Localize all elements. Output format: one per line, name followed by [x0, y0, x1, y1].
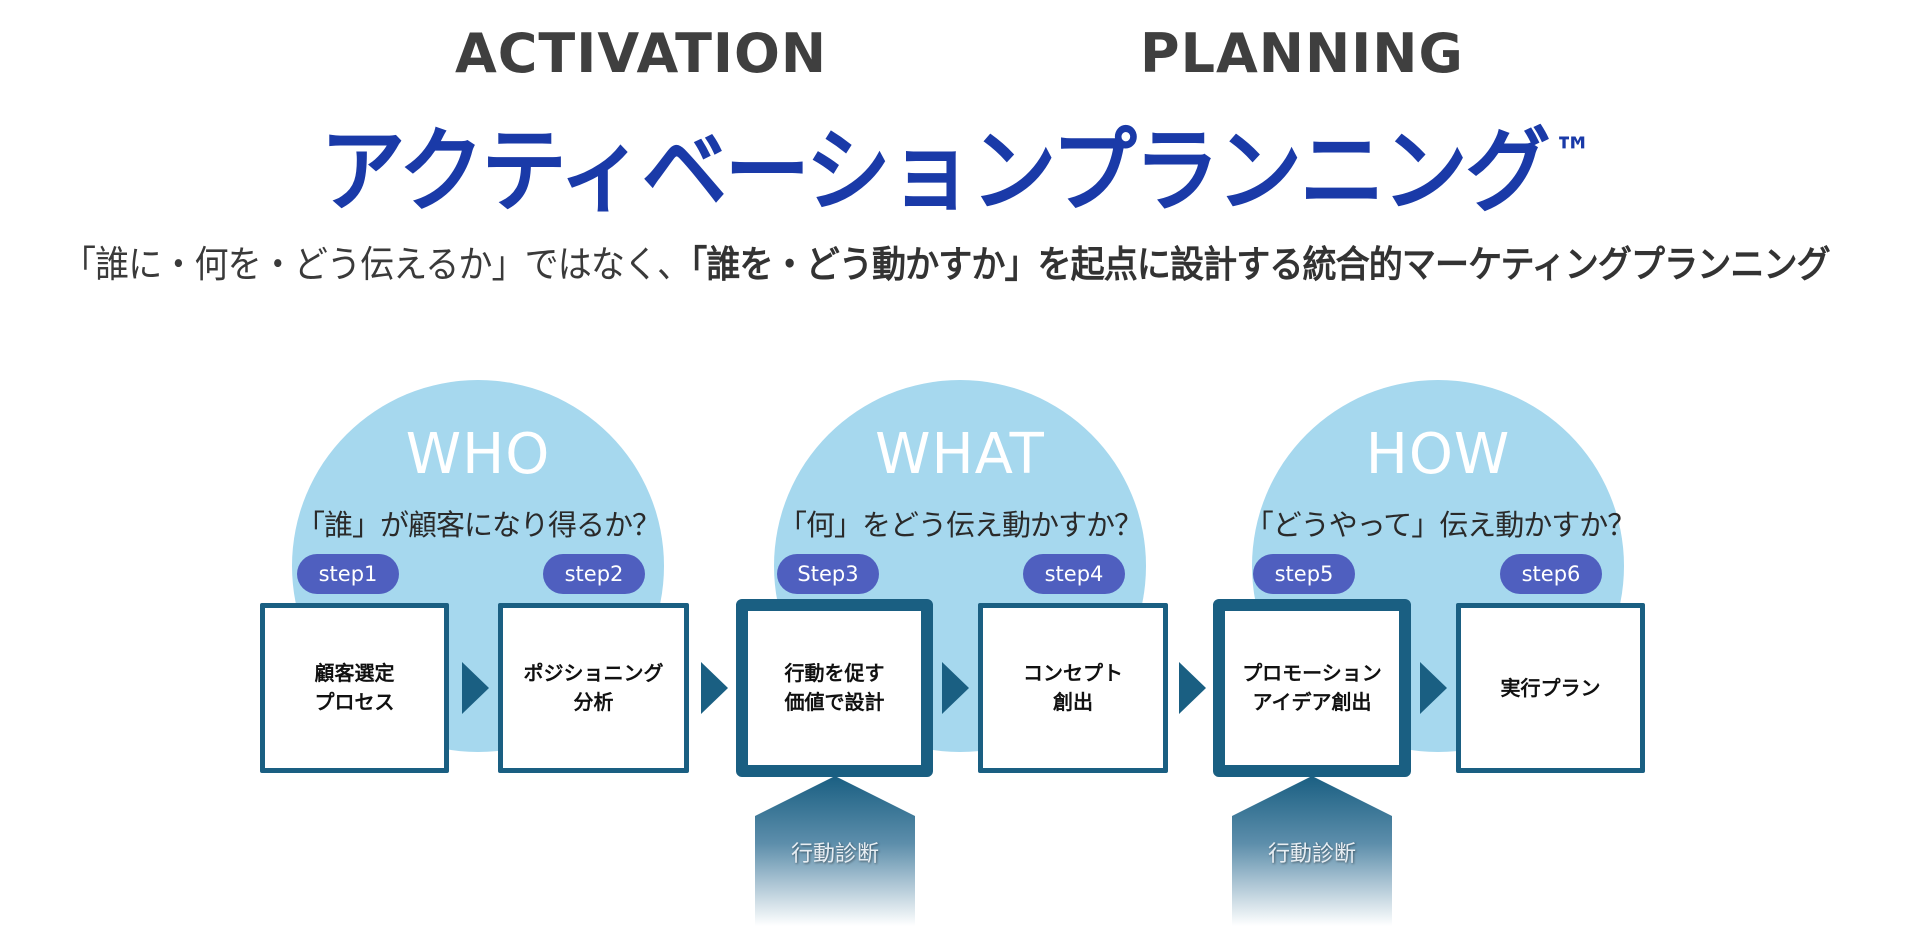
- title-jp-text: アクティベーションプランニング: [320, 118, 1551, 225]
- subtitle: 「誰に・何を・どう伝えるか」ではなく、「誰を・どう動かすか」を起点に設計する統合…: [62, 240, 1831, 290]
- step5-box-highlighted: プロモーション アイデア創出: [1213, 599, 1411, 777]
- arrow-right-icon: [462, 662, 489, 714]
- trademark-symbol: ™: [1553, 128, 1593, 177]
- step6-label: 実行プラン: [1500, 675, 1601, 700]
- title-en-planning: PLANNING: [1140, 22, 1464, 85]
- step3-label: 行動を促す 価値で設計: [784, 661, 885, 714]
- step2-badge: step2: [543, 554, 645, 594]
- phase-title-what: WHAT: [875, 422, 1045, 487]
- step2-box: ポジショニング 分析: [498, 603, 689, 773]
- step3-box-highlighted: 行動を促す 価値で設計: [736, 599, 933, 777]
- subtitle-emphasis: 「誰を・どう動かすか」: [690, 243, 1038, 286]
- step6-box: 実行プラン: [1456, 603, 1645, 773]
- diagnosis-label-1: 行動診断: [790, 842, 879, 867]
- phase-title-who: WHO: [405, 422, 551, 487]
- step4-box: コンセプト 創出: [978, 603, 1168, 773]
- step4-label: コンセプト 創出: [1023, 661, 1123, 714]
- diagnosis-label-2: 行動診断: [1267, 842, 1356, 867]
- step1-label: 顧客選定 プロセス: [314, 661, 395, 714]
- phase-question-who: 「誰」が顧客になり得るか？: [295, 508, 661, 542]
- arrow-right-icon: [942, 662, 969, 714]
- arrow-right-icon: [701, 662, 728, 714]
- step1-box: 顧客選定 プロセス: [260, 603, 449, 773]
- step6-badge: step6: [1500, 554, 1602, 594]
- phase-question-how: 「どうやって」伝え動かすか？: [1244, 508, 1637, 542]
- phase-title-how: HOW: [1365, 422, 1511, 487]
- subtitle-part1: 「誰に・何を・どう伝えるか」ではなく、: [62, 243, 691, 286]
- step5-label: プロモーション アイデア創出: [1242, 661, 1382, 714]
- step3-badge: Step3: [777, 554, 879, 594]
- step2-label: ポジショニング 分析: [523, 661, 664, 714]
- arrow-right-icon: [1420, 662, 1447, 714]
- up-arrow-diagnosis-icon: [1232, 776, 1392, 926]
- title-en-activation: ACTIVATION: [455, 22, 828, 85]
- phase-question-what: 「何」をどう伝え動かすか？: [777, 508, 1143, 542]
- step4-badge: step4: [1023, 554, 1125, 594]
- up-arrow-diagnosis-icon: [755, 776, 915, 926]
- arrow-right-icon: [1179, 662, 1206, 714]
- step1-badge: step1: [297, 554, 399, 594]
- subtitle-part3: を起点に設計する統合的マーケティングプランニング: [1037, 243, 1831, 286]
- step5-badge: step5: [1253, 554, 1355, 594]
